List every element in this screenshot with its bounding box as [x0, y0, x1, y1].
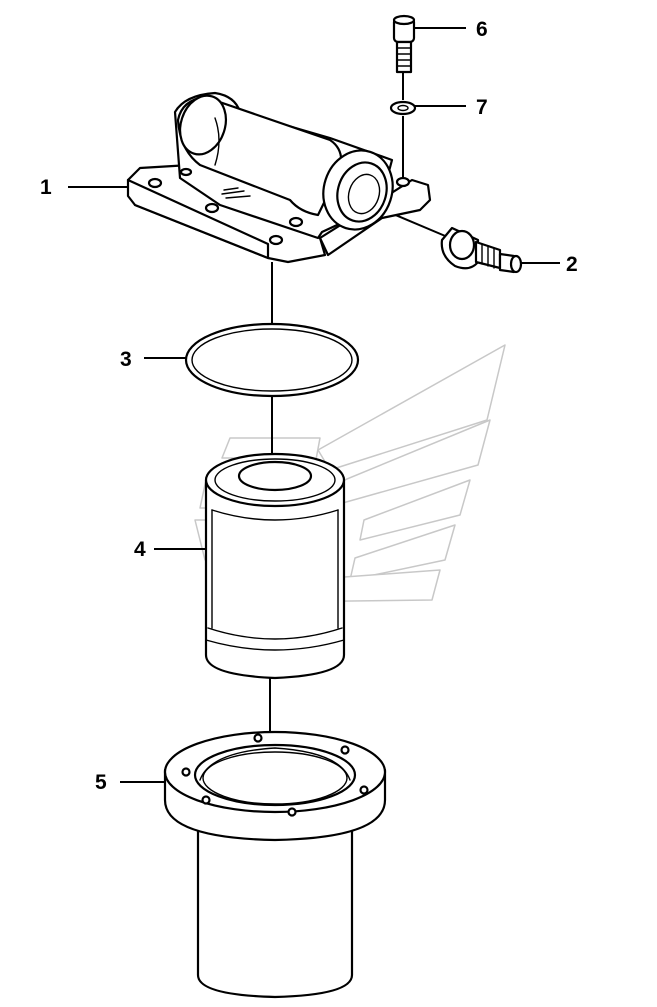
callout-leaders	[68, 27, 560, 783]
callout-5: 5	[95, 771, 107, 794]
filter-head[interactable]	[126, 90, 432, 264]
filter-bowl[interactable]	[163, 730, 387, 999]
callout-7: 7	[476, 96, 488, 119]
callout-1: 1	[40, 176, 52, 199]
washer[interactable]	[389, 100, 417, 116]
callout-6: 6	[476, 18, 488, 41]
filter-element[interactable]	[204, 452, 346, 680]
callout-3: 3	[120, 348, 132, 371]
callout-2: 2	[566, 253, 578, 276]
o-ring[interactable]	[184, 322, 360, 398]
callout-4: 4	[134, 538, 146, 561]
callout-labels: 1 2 3 4 5 6 7	[40, 18, 578, 794]
cap-screw[interactable]	[392, 14, 416, 74]
sensor[interactable]	[440, 226, 523, 274]
